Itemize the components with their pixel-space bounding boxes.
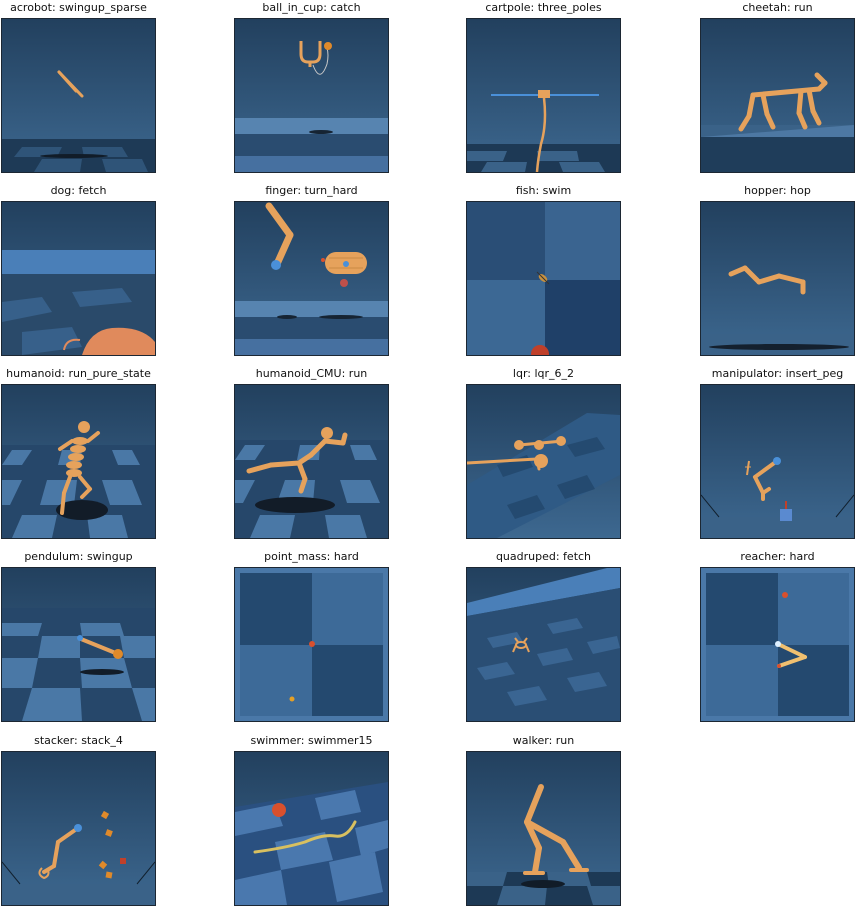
finger-render bbox=[234, 201, 389, 356]
point-mass-render bbox=[234, 567, 389, 722]
cell-title: walker: run bbox=[512, 734, 575, 747]
cell-title: lqr: lqr_6_2 bbox=[512, 367, 575, 380]
cell-title: cheetah: run bbox=[742, 1, 813, 14]
humanoid-cmu-render bbox=[234, 384, 389, 539]
quadruped-render bbox=[466, 567, 621, 722]
cell-title: acrobot: swingup_sparse bbox=[10, 1, 147, 14]
cell-title: ball_in_cup: catch bbox=[262, 1, 361, 14]
walker-render bbox=[466, 751, 621, 906]
swimmer-render bbox=[234, 751, 389, 906]
cell-title: hopper: hop bbox=[744, 184, 811, 197]
hopper-render bbox=[700, 201, 855, 356]
lqr-render bbox=[466, 384, 621, 539]
cell-title: quadruped: fetch bbox=[495, 550, 592, 563]
dog-render bbox=[1, 201, 156, 356]
ball-in-cup-render bbox=[234, 18, 389, 173]
cell-title: humanoid_CMU: run bbox=[255, 367, 368, 380]
cell-title: humanoid: run_pure_state bbox=[6, 367, 151, 380]
cell-title: reacher: hard bbox=[740, 550, 815, 563]
cell-title: point_mass: hard bbox=[264, 550, 359, 563]
cell-title: pendulum: swingup bbox=[24, 550, 133, 563]
humanoid-render bbox=[1, 384, 156, 539]
cell-title: dog: fetch bbox=[50, 184, 107, 197]
cell-title: stacker: stack_4 bbox=[34, 734, 123, 747]
manipulator-render bbox=[700, 384, 855, 539]
stacker-render bbox=[1, 751, 156, 906]
reacher-render bbox=[700, 567, 855, 722]
cell-title: cartpole: three_poles bbox=[485, 1, 602, 14]
fish-render bbox=[466, 201, 621, 356]
cell-title: finger: turn_hard bbox=[265, 184, 358, 197]
cartpole-render bbox=[466, 18, 621, 173]
pendulum-render bbox=[1, 567, 156, 722]
cell-title: swimmer: swimmer15 bbox=[250, 734, 373, 747]
cell-title: manipulator: insert_peg bbox=[711, 367, 844, 380]
cell-title: fish: swim bbox=[515, 184, 572, 197]
acrobot-render bbox=[1, 18, 156, 173]
cheetah-render bbox=[700, 18, 855, 173]
